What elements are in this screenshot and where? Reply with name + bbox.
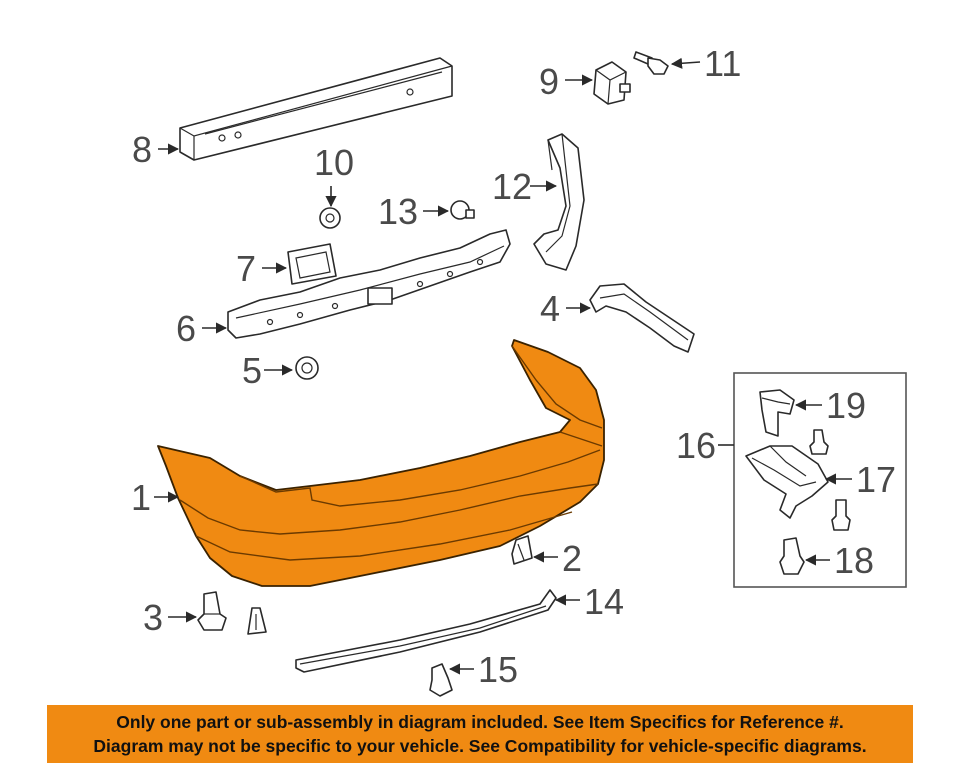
callout-8: 8 (132, 129, 152, 170)
disclaimer-banner: Only one part or sub-assembly in diagram… (47, 705, 913, 763)
part-19-bracket[interactable] (759, 389, 795, 437)
part-6-energy-absorber[interactable] (227, 229, 511, 339)
callout-5: 5 (242, 350, 262, 391)
parts-diagram: 8 9 11 10 13 12 7 (131, 43, 907, 697)
callout-4: 4 (540, 288, 560, 329)
part-18-clip[interactable] (779, 537, 805, 575)
callout-1: 1 (131, 477, 151, 518)
part-14-lower-molding[interactable] (295, 589, 557, 673)
callout-10: 10 (314, 142, 354, 183)
callout-11: 11 (704, 43, 741, 84)
callout-7: 7 (236, 248, 256, 289)
leader-11 (670, 57, 701, 69)
part-8-reinforcement-beam[interactable] (179, 57, 453, 161)
part-11-bolt[interactable] (633, 51, 669, 75)
part-17-bracket[interactable] (745, 445, 829, 519)
callout-2: 2 (562, 538, 582, 579)
part-12-side-bracket[interactable] (533, 133, 585, 271)
callout-14: 14 (584, 581, 624, 622)
part-10-clip[interactable] (319, 207, 341, 229)
callout-18: 18 (834, 540, 874, 581)
part-1-bumper-cover[interactable] (157, 339, 605, 587)
callout-6: 6 (176, 308, 196, 349)
callout-17: 17 (856, 459, 896, 500)
callout-15: 15 (478, 649, 518, 690)
part-13-clip[interactable] (450, 200, 475, 220)
small-retainer (247, 607, 267, 635)
part-4-side-retainer[interactable] (589, 283, 695, 353)
part-5-clip[interactable] (295, 356, 319, 380)
callout-13: 13 (378, 191, 418, 232)
group-16-box (733, 372, 907, 588)
part-2-retainer[interactable] (511, 535, 533, 565)
part-3-clip[interactable] (197, 591, 227, 631)
small-bolt-upper (809, 429, 829, 455)
part-15-clip[interactable] (429, 663, 453, 697)
small-bolt-lower (831, 499, 851, 531)
disclaimer-line-2: Diagram may not be specific to your vehi… (93, 736, 867, 756)
callout-19: 19 (826, 385, 866, 426)
callout-12: 12 (492, 166, 532, 207)
part-7-reflector[interactable] (287, 243, 337, 285)
disclaimer-line-1: Only one part or sub-assembly in diagram… (116, 712, 844, 732)
callout-3: 3 (143, 597, 163, 638)
part-9-bracket[interactable] (593, 61, 631, 105)
callout-9: 9 (539, 61, 559, 102)
callout-16: 16 (676, 425, 716, 466)
